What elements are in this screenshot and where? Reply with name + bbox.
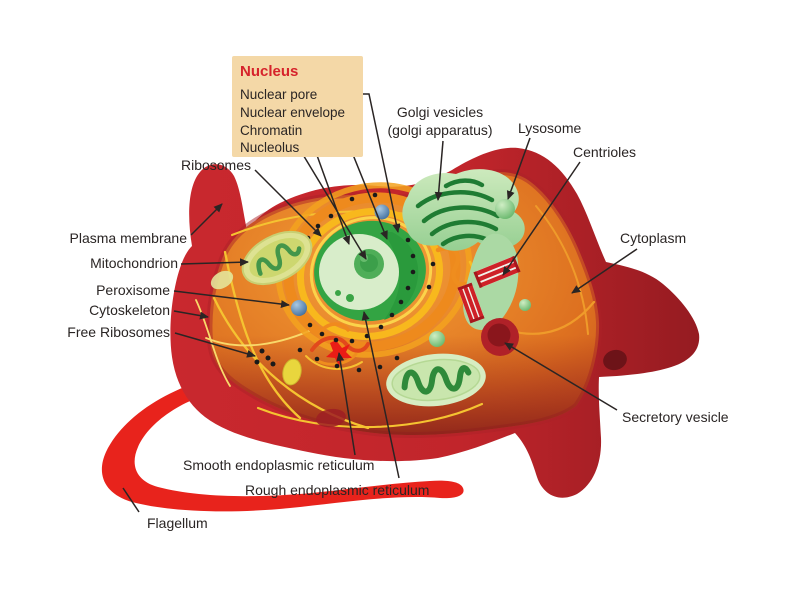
chromatin-speck <box>335 290 341 296</box>
label-secretory-vesicle: Secretory vesicle <box>622 409 729 425</box>
mitochondrion-2-shape <box>386 353 486 407</box>
label-rough-er: Rough endoplasmic reticulum <box>245 482 429 498</box>
leader-smooth-er <box>336 352 356 456</box>
secretory-vesicle-shape <box>487 323 511 347</box>
label-centrioles: Centrioles <box>573 144 636 160</box>
label-cytoplasm: Cytoplasm <box>620 230 686 246</box>
label-cytoskeleton: Cytoskeleton <box>89 302 170 318</box>
pale-vesicle <box>210 270 234 290</box>
membrane-dimple <box>316 408 346 428</box>
leader-plasma-membrane <box>190 203 223 236</box>
chromatin-shape <box>382 232 419 320</box>
green-vesicle <box>429 331 445 347</box>
lysosome-shape <box>495 199 515 219</box>
nucleus-label-box: Nucleus Nuclear pore Nuclear envelope Ch… <box>232 56 363 157</box>
flagellum-shape <box>101 378 464 512</box>
label-mitochondrion: Mitochondrion <box>90 255 178 271</box>
membrane-pore-shadow <box>603 349 627 371</box>
mitochondrion-shape <box>241 230 313 286</box>
nucleus-box-title: Nucleus <box>240 63 298 80</box>
leader-lysosome <box>506 137 531 200</box>
leader-flagellum <box>122 487 140 513</box>
nucleus-box-item-nucleolus: Nucleolus <box>240 140 300 155</box>
leader-rough-er <box>361 311 400 479</box>
label-plasma-membrane: Plasma membrane <box>70 230 188 246</box>
leader-cytoskeleton <box>173 310 209 320</box>
leader-secretory-vesicle <box>504 342 618 411</box>
chromatin-speck <box>346 294 354 302</box>
nucleus-box-background <box>232 56 363 157</box>
leader-ribosomes <box>254 169 322 237</box>
label-lysosome: Lysosome <box>518 120 582 136</box>
golgi-cisternae <box>415 178 501 247</box>
label-ribosomes: Ribosomes <box>181 157 251 173</box>
label-peroxisome: Peroxisome <box>96 282 170 298</box>
leader-mitochondrion <box>180 258 249 267</box>
leader-peroxisome <box>173 290 290 309</box>
centrioles-shape <box>457 255 521 324</box>
leader-cytoplasm <box>571 248 638 294</box>
nucleus-box-item-nuclear-envelope: Nuclear envelope <box>240 105 345 120</box>
nucleus-shape <box>314 220 426 322</box>
leader-centrioles <box>502 161 581 276</box>
nucleus-box-item-chromatin: Chromatin <box>240 123 302 138</box>
label-free-ribosomes: Free Ribosomes <box>67 324 170 340</box>
nucleus-box-item-nuclear-pore: Nuclear pore <box>240 87 317 102</box>
label-smooth-er: Smooth endoplasmic reticulum <box>183 457 374 473</box>
label-golgi-line1: Golgi vesicles <box>397 104 483 120</box>
free-ribosome-dots <box>254 348 276 367</box>
peroxisome-shape <box>291 300 307 316</box>
leader-nucleolus <box>301 152 367 260</box>
golgi-apparatus-shape <box>402 169 525 251</box>
yellow-vesicle <box>282 358 302 386</box>
leader-free-ribosomes <box>174 332 256 358</box>
leader-golgi <box>434 140 444 201</box>
label-golgi-line2: (golgi apparatus) <box>387 122 492 138</box>
label-flagellum: Flagellum <box>147 515 208 531</box>
green-vesicle-small <box>519 299 531 311</box>
